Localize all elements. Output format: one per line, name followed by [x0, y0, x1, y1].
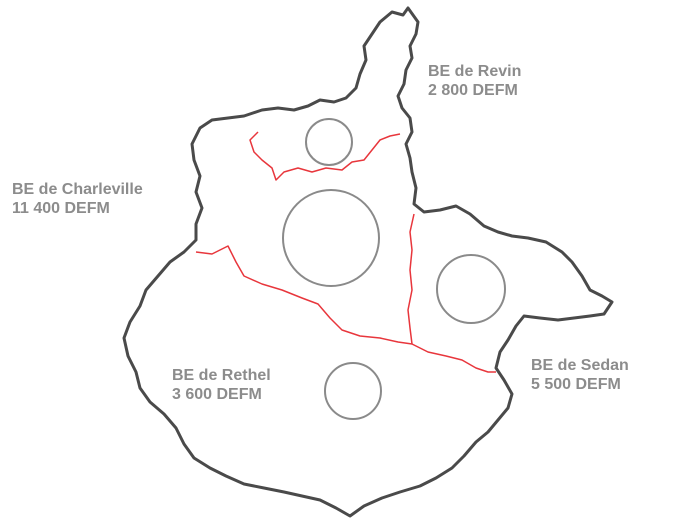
border-revin — [249, 131, 401, 181]
label-revin-value: 2 800 DEFM — [428, 82, 518, 99]
border-charleville-rethel — [195, 245, 413, 345]
label-sedan: BE de Sedan 5 500 DEFM — [531, 356, 629, 394]
label-charleville-value: 11 400 DEFM — [12, 200, 110, 217]
label-revin-name: BE de Revin — [428, 63, 522, 80]
label-sedan-name: BE de Sedan — [531, 357, 629, 374]
border-rethel-sedan — [411, 343, 496, 373]
label-revin: BE de Revin 2 800 DEFM — [428, 62, 521, 100]
border-charleville-sedan — [407, 213, 415, 345]
circle-revin — [305, 118, 353, 166]
circle-rethel — [324, 362, 382, 420]
circle-charleville — [282, 189, 380, 287]
label-rethel: BE de Rethel 3 600 DEFM — [172, 366, 271, 404]
label-rethel-name: BE de Rethel — [172, 367, 271, 384]
label-rethel-value: 3 600 DEFM — [172, 386, 262, 403]
label-charleville-name: BE de Charleville — [12, 181, 143, 198]
circle-sedan — [436, 254, 506, 324]
department-outline — [122, 6, 614, 518]
label-charleville: BE de Charleville 11 400 DEFM — [12, 180, 143, 218]
label-sedan-value: 5 500 DEFM — [531, 376, 621, 393]
